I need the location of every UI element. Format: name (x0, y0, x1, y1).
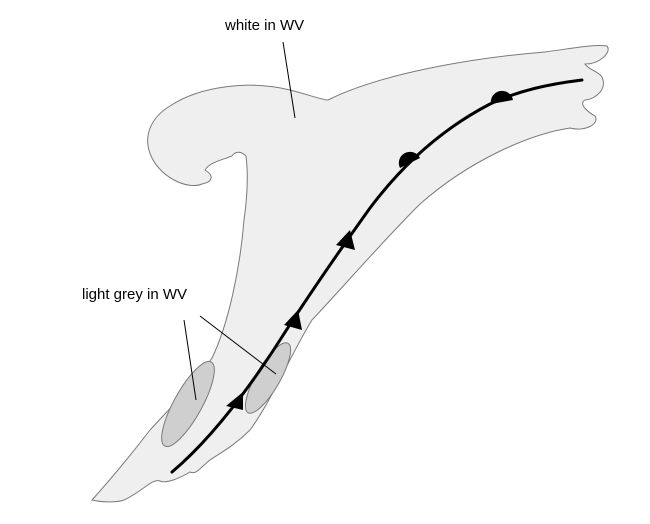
grey-cloud-area-left (161, 360, 215, 448)
warm-front-semicircle (398, 151, 420, 168)
white-area-label: white in WV (224, 17, 304, 34)
grey-area-leader-line-left (183, 319, 197, 401)
cold-front-triangle (336, 230, 355, 250)
grey-area-label: light grey in WV (82, 286, 187, 303)
cold-front-triangle (284, 310, 302, 330)
cold-front-triangle (226, 392, 243, 410)
white-cloud-band (91, 45, 609, 503)
warm-front-semicircle (490, 90, 513, 104)
white-area-leader-line (282, 41, 296, 119)
